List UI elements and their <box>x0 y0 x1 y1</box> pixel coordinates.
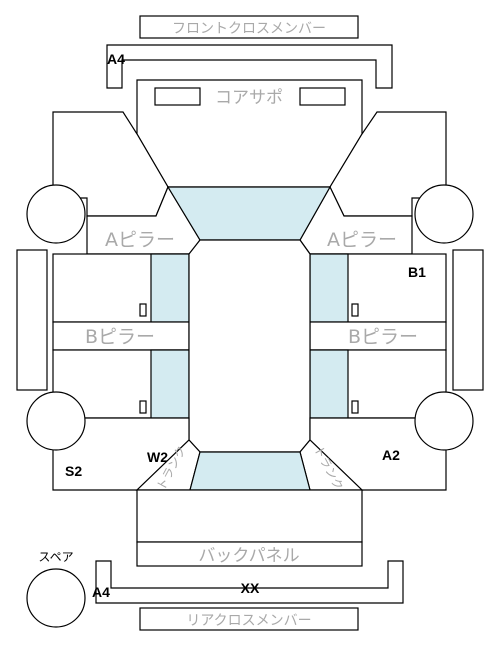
trunk-lid[interactable] <box>136 489 363 543</box>
left-rear-tire[interactable] <box>26 391 86 451</box>
front-cross-member-box[interactable] <box>139 15 359 39</box>
xx-code: XX <box>241 580 260 596</box>
right-b-pillar-label: Bピラー <box>348 326 418 348</box>
back-panel[interactable] <box>136 541 363 567</box>
w2-code: W2 <box>147 449 168 465</box>
roof-panel[interactable] <box>188 239 311 453</box>
headlight-right[interactable] <box>299 87 346 106</box>
right-b-pillar[interactable] <box>309 321 447 351</box>
spare-tire[interactable] <box>26 568 86 628</box>
right-rear-door-handle[interactable] <box>351 400 359 414</box>
left-rear-door-handle[interactable] <box>139 400 147 414</box>
rear-a4-code: A4 <box>92 584 110 600</box>
right-front-tire[interactable] <box>414 184 474 244</box>
spare-label: スペア <box>38 550 73 564</box>
b1-code: B1 <box>408 264 426 280</box>
left-front-door-handle[interactable] <box>139 303 147 317</box>
rear-cross-member-label: リアクロスメンバー <box>186 613 311 629</box>
a2-code: A2 <box>382 447 400 463</box>
front-bumper-bracket[interactable] <box>106 44 393 89</box>
left-rocker-panel[interactable] <box>16 249 48 391</box>
rear-window[interactable] <box>189 451 311 491</box>
rear-bumper-bracket[interactable] <box>95 560 404 604</box>
radiator-support-label: コアサポ <box>215 88 283 108</box>
headlight-left[interactable] <box>154 87 201 106</box>
back-panel-label: バックパネル <box>198 546 299 566</box>
right-rocker-panel[interactable] <box>452 249 484 391</box>
right-front-window[interactable] <box>309 253 349 323</box>
right-front-door-handle[interactable] <box>351 303 359 317</box>
right-a-pillar-label: Aピラー <box>327 229 397 251</box>
left-rear-window[interactable] <box>150 349 190 419</box>
left-front-tire[interactable] <box>26 184 86 244</box>
right-rear-tire[interactable] <box>414 391 474 451</box>
left-front-window[interactable] <box>150 253 190 323</box>
left-a-pillar-label: Aピラー <box>105 229 175 251</box>
front-a4-code: A4 <box>107 51 125 67</box>
left-b-pillar-label: Bピラー <box>85 326 155 348</box>
left-b-pillar[interactable] <box>52 321 190 351</box>
s2-code: S2 <box>65 463 82 479</box>
rear-cross-member-box[interactable] <box>139 607 359 631</box>
right-rear-window[interactable] <box>309 349 349 419</box>
front-cross-member-label: フロントクロスメンバー <box>172 21 326 37</box>
